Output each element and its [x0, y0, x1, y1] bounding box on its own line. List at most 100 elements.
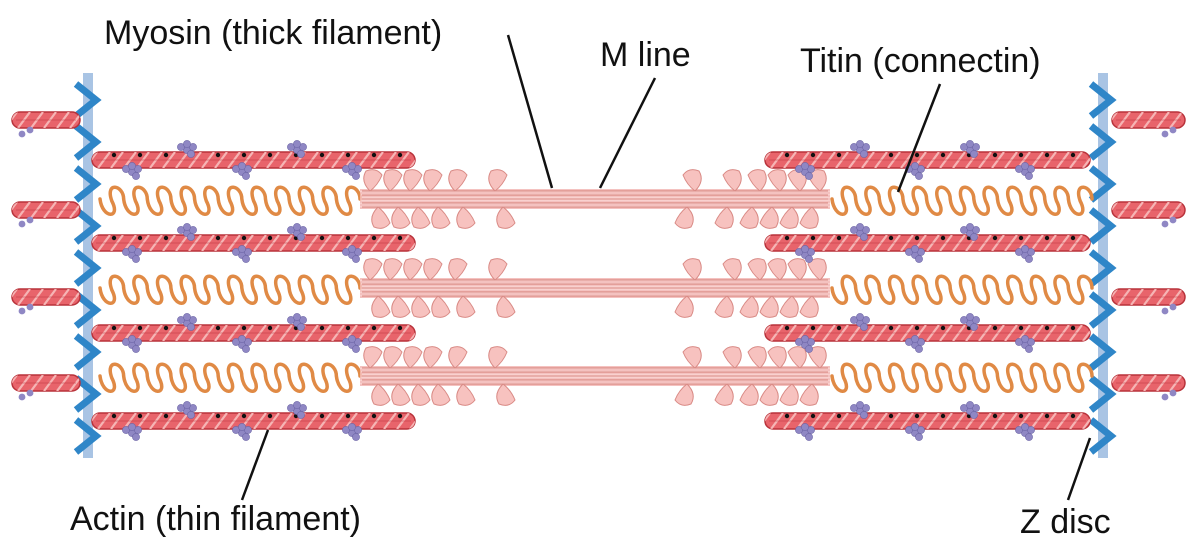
z-disc-chevron — [1088, 81, 1117, 119]
tropomyosin-dot — [371, 413, 377, 419]
myosin-leader — [506, 34, 554, 189]
troponin-bead — [1169, 126, 1177, 134]
myosin-head — [722, 346, 742, 369]
tropomyosin-dot — [319, 413, 325, 419]
troponin-cluster — [850, 223, 870, 241]
myosin-head — [799, 206, 819, 229]
actin-filament-left — [91, 401, 416, 441]
z-disc-chevron — [73, 165, 102, 203]
actin-filament-right — [764, 313, 1091, 353]
troponin-cluster — [1015, 162, 1035, 180]
myosin-filament-1 — [360, 169, 830, 229]
myosin-head — [431, 383, 451, 406]
tropomyosin-dot — [836, 152, 842, 158]
tropomyosin-dot — [992, 152, 998, 158]
tropomyosin-dot — [319, 235, 325, 241]
tropomyosin-dot — [992, 325, 998, 331]
tropomyosin-dot — [784, 413, 790, 419]
myosin-head — [496, 383, 516, 406]
z-disc-chevron — [73, 291, 102, 329]
troponin-cluster — [1015, 245, 1035, 263]
myosin-head — [403, 258, 423, 281]
myosin-head — [739, 383, 759, 406]
tropomyosin-dot — [940, 325, 946, 331]
tropomyosin-dot — [345, 235, 351, 241]
myosin-head — [674, 383, 694, 406]
tropomyosin-dot — [1070, 152, 1076, 158]
tropomyosin-dot — [1070, 235, 1076, 241]
actin-filament-right — [764, 401, 1091, 441]
actin-filament-left — [91, 140, 416, 180]
tropomyosin-dot — [371, 235, 377, 241]
troponin-cluster — [905, 162, 925, 180]
tropomyosin-dot — [914, 325, 920, 331]
actin-filament-right — [764, 140, 1091, 180]
tropomyosin-dot — [397, 235, 403, 241]
tropomyosin-dot — [940, 152, 946, 158]
z-disc-chevron — [73, 417, 102, 455]
troponin-bead — [26, 216, 34, 224]
troponin-bead — [1169, 303, 1177, 311]
tropomyosin-dot — [992, 235, 998, 241]
tropomyosin-dot — [371, 325, 377, 331]
z-disc-chevron — [1088, 291, 1117, 329]
myosin-head — [383, 346, 403, 369]
titin-left — [98, 185, 362, 216]
actin-filament-left — [91, 223, 416, 263]
tropomyosin-dot — [940, 413, 946, 419]
myosin-label: Myosin (thick filament) — [104, 14, 442, 52]
tropomyosin-dot — [914, 152, 920, 158]
tropomyosin-dot — [293, 235, 299, 241]
tropomyosin-dot — [371, 152, 377, 158]
troponin-cluster — [287, 401, 307, 419]
tropomyosin-dot — [966, 413, 972, 419]
actin-stub-left — [11, 201, 81, 219]
tropomyosin-dot — [784, 325, 790, 331]
z-disc-chevron — [1088, 333, 1117, 371]
troponin-cluster — [795, 423, 815, 441]
myosin-head — [722, 169, 742, 192]
myosin-head — [391, 295, 411, 318]
troponin-cluster — [960, 223, 980, 241]
troponin-cluster — [1015, 423, 1035, 441]
tropomyosin-dot — [111, 325, 117, 331]
myosin-head — [759, 206, 779, 229]
z-disc-chevron — [1088, 249, 1117, 287]
actin-stub-right — [1111, 374, 1186, 392]
myosin-head — [383, 169, 403, 192]
tropomyosin-dot — [319, 152, 325, 158]
z-disc-chevron — [73, 207, 102, 245]
actin-stub-right — [1111, 201, 1186, 219]
troponin-cluster — [1015, 335, 1035, 353]
troponin-bead — [1161, 393, 1169, 401]
tropomyosin-dot — [241, 152, 247, 158]
myosin-head — [456, 383, 476, 406]
titin-left — [98, 362, 362, 393]
tropomyosin-dot — [1044, 413, 1050, 419]
troponin-cluster — [342, 423, 362, 441]
myosin-head — [496, 206, 516, 229]
tropomyosin-dot — [111, 235, 117, 241]
titin-leader — [896, 83, 942, 193]
z-disc-chevron — [73, 249, 102, 287]
z-disc-right — [1088, 73, 1117, 458]
actin-label: Actin (thin filament) — [70, 500, 361, 538]
troponin-cluster — [795, 245, 815, 263]
m-line-leader — [598, 77, 657, 189]
actin-stub-right — [1111, 111, 1186, 129]
myosin-head — [423, 258, 443, 281]
z-disc-chevron — [1088, 165, 1117, 203]
tropomyosin-dot — [914, 413, 920, 419]
tropomyosin-dot — [1044, 152, 1050, 158]
tropomyosin-dot — [836, 235, 842, 241]
troponin-cluster — [177, 223, 197, 241]
myosin-head — [779, 206, 799, 229]
tropomyosin-dot — [397, 325, 403, 331]
myosin-head — [674, 295, 694, 318]
tropomyosin-dot — [293, 152, 299, 158]
troponin-cluster — [177, 140, 197, 158]
myosin-head — [767, 346, 787, 369]
myosin-head — [787, 258, 807, 281]
myosin-head — [747, 169, 767, 192]
